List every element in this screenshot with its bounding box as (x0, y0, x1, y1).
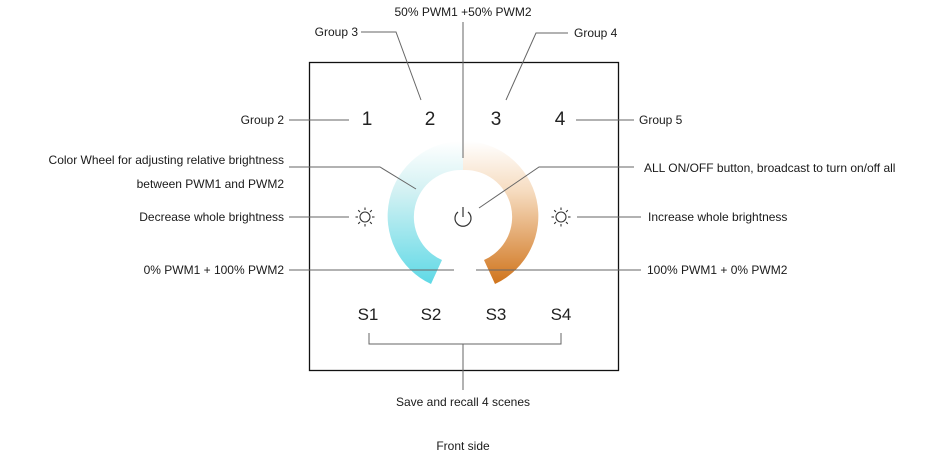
scene-button-s4[interactable]: S4 (550, 305, 572, 324)
panel-frame (308, 61, 620, 372)
group2-label: Group 2 (240, 113, 284, 127)
scene-button-s2[interactable]: S2 (420, 305, 442, 324)
color-wheel-cool-half[interactable] (387, 140, 463, 284)
leader-lines (289, 22, 641, 390)
group-button-4[interactable]: 4 (554, 109, 566, 130)
scenes-caption: Save and recall 4 scenes (395, 395, 531, 409)
brightness-up-sun-icon[interactable] (551, 207, 571, 227)
brightness-down-sun-icon[interactable] (355, 207, 375, 227)
front-side-caption: Front side (436, 439, 490, 453)
decrease-brightness-label: Decrease whole brightness (139, 210, 284, 224)
power-icon[interactable] (454, 207, 472, 227)
group5-label: Group 5 (639, 113, 683, 127)
group4-label: Group 4 (574, 26, 618, 40)
color-wheel-label-line2: between PWM1 and PWM2 (136, 177, 284, 191)
scene-button-s3[interactable]: S3 (485, 305, 507, 324)
all-onoff-label: ALL ON/OFF button, broadcast to turn on/… (644, 161, 896, 175)
left-mix-label: 0% PWM1 + 100% PWM2 (143, 263, 284, 277)
group3-label: Group 3 (314, 25, 358, 39)
top-mix-label: 50% PWM1 +50% PWM2 (394, 5, 532, 19)
group-button-2[interactable]: 2 (424, 109, 436, 130)
scene-button-s1[interactable]: S1 (357, 305, 379, 324)
right-mix-label: 100% PWM1 + 0% PWM2 (647, 263, 788, 277)
group-button-1[interactable]: 1 (361, 109, 373, 130)
group-button-3[interactable]: 3 (490, 109, 502, 130)
increase-brightness-label: Increase whole brightness (648, 210, 788, 224)
color-wheel-label-line1: Color Wheel for adjusting relative brigh… (48, 153, 284, 167)
color-wheel-warm-half[interactable] (463, 140, 539, 284)
